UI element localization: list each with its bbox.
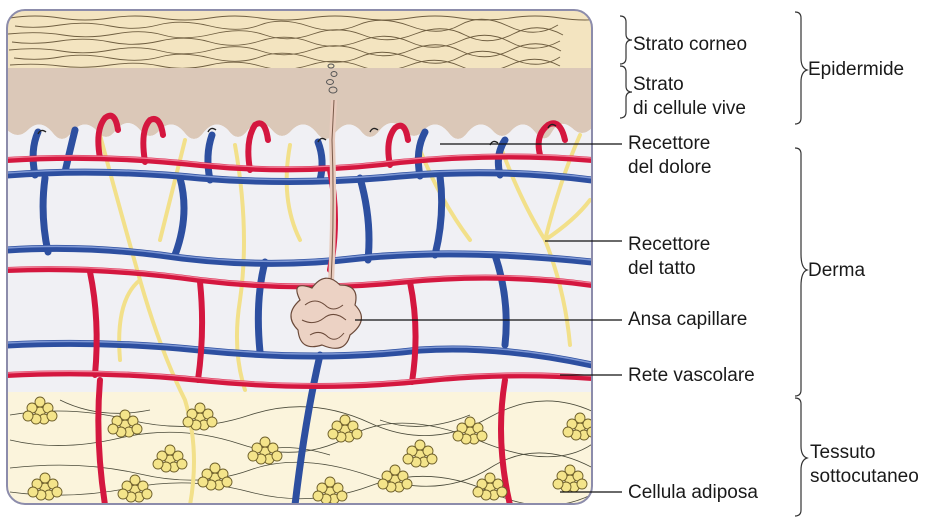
fat-cell: [195, 403, 205, 413]
fat-cell: [473, 487, 483, 497]
fat-cell: [153, 459, 163, 469]
label-recettore-tatto-line2: del tatto: [628, 257, 696, 280]
fat-cell: [47, 411, 57, 421]
fat-cell: [248, 451, 258, 461]
tessuto-brace: [795, 398, 807, 516]
fat-cell: [177, 459, 187, 469]
fat-cell: [497, 487, 507, 497]
fat-cell: [465, 417, 475, 427]
fat-cell: [427, 454, 437, 464]
fat-cell: [403, 454, 413, 464]
fat-cell: [183, 417, 193, 427]
fat-cell: [577, 479, 587, 489]
label-strato-vive-line2: di cellule vive: [633, 97, 746, 120]
label-tessuto-line2: sottocutaneo: [810, 465, 919, 488]
fat-cell: [120, 410, 130, 420]
fat-cell: [207, 417, 217, 427]
fat-cell: [477, 431, 487, 441]
strato-vive-brace: [620, 66, 632, 118]
fat-cell: [198, 477, 208, 487]
fat-cell: [337, 491, 347, 501]
fat-cell: [352, 429, 362, 439]
derma-brace: [795, 148, 807, 396]
fat-cell: [485, 473, 495, 483]
epidermide-brace: [795, 12, 807, 124]
label-recettore-tatto-line1: Recettore: [628, 233, 710, 256]
label-cellula-adiposa: Cellula adiposa: [628, 481, 758, 504]
fat-cell: [313, 491, 323, 501]
label-strato-vive-line1: Strato: [633, 73, 684, 96]
fat-cell: [222, 477, 232, 487]
strato-corneo-brace: [620, 16, 632, 64]
fat-cell: [378, 479, 388, 489]
fat-cell: [328, 429, 338, 439]
fat-cell: [390, 465, 400, 475]
fat-cell: [52, 487, 62, 497]
label-recettore-dolore-line2: del dolore: [628, 156, 711, 179]
fat-cell: [108, 424, 118, 434]
fat-cell: [142, 489, 152, 499]
fat-cell: [210, 463, 220, 473]
fat-cell: [40, 473, 50, 483]
label-strato-corneo: Strato corneo: [633, 33, 747, 56]
label-rete-vascolare: Rete vascolare: [628, 364, 755, 387]
fat-cell: [272, 451, 282, 461]
fat-cell: [563, 427, 573, 437]
label-tessuto-line1: Tessuto: [810, 441, 875, 464]
fat-cell: [553, 479, 563, 489]
fat-cell: [23, 411, 33, 421]
fat-cell: [565, 465, 575, 475]
fat-cell: [130, 475, 140, 485]
fat-cell: [260, 437, 270, 447]
label-recettore-dolore-line1: Recettore: [628, 132, 710, 155]
fat-cell: [340, 415, 350, 425]
fat-cell: [165, 445, 175, 455]
fat-cell: [35, 397, 45, 407]
fat-cell: [118, 489, 128, 499]
label-ansa-capillare: Ansa capillare: [628, 308, 747, 331]
fat-cell: [415, 440, 425, 450]
label-derma: Derma: [808, 259, 865, 282]
label-epidermide: Epidermide: [808, 58, 904, 81]
fat-cell: [325, 477, 335, 487]
fat-cell: [402, 479, 412, 489]
fat-cell: [132, 424, 142, 434]
fat-cell: [28, 487, 38, 497]
fat-cell: [453, 431, 463, 441]
fat-cell: [575, 413, 585, 423]
